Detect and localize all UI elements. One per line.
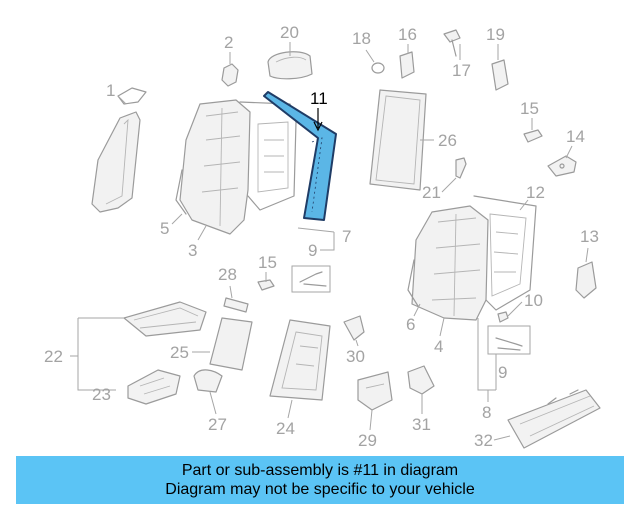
callout-13: 13 bbox=[580, 227, 599, 246]
callout-14: 14 bbox=[566, 127, 585, 146]
part-32-pass-through-bag bbox=[507, 389, 601, 449]
part-25-panel bbox=[209, 317, 253, 371]
callout-7: 7 bbox=[342, 227, 351, 246]
parts-diagram: 1 2 20 5 3 11 7 9 15 bbox=[44, 23, 601, 450]
callout-12: 12 bbox=[526, 183, 545, 202]
callout-4: 4 bbox=[434, 337, 443, 356]
callout-26: 26 bbox=[438, 131, 457, 150]
part-22-seat-pad bbox=[123, 301, 207, 337]
callout-5: 5 bbox=[160, 219, 169, 238]
fastener-box-9b bbox=[487, 325, 531, 355]
part-14-hinge bbox=[547, 155, 577, 177]
callout-6: 6 bbox=[406, 315, 415, 334]
callout-1: 1 bbox=[106, 81, 115, 100]
part-23-lower-tray bbox=[127, 369, 181, 405]
part-15-pin-right bbox=[523, 129, 543, 143]
callout-25: 25 bbox=[170, 343, 189, 362]
callout-29: 29 bbox=[358, 431, 377, 450]
callout-17: 17 bbox=[452, 61, 471, 80]
callout-28: 28 bbox=[218, 265, 237, 284]
part-26-back-panel bbox=[369, 89, 427, 191]
callout-32: 32 bbox=[474, 431, 493, 450]
callout-22: 22 bbox=[44, 347, 63, 366]
callout-3: 3 bbox=[188, 241, 197, 260]
fastener-box-9a bbox=[291, 265, 331, 293]
part-17-screw bbox=[443, 29, 461, 57]
callout-30: 30 bbox=[346, 347, 365, 366]
banner-line-2: Diagram may not be specific to your vehi… bbox=[165, 481, 475, 498]
part-28-strip bbox=[223, 297, 249, 313]
banner-line-1: Part or sub-assembly is #11 in diagram bbox=[181, 462, 459, 479]
part-18-grommet bbox=[371, 62, 385, 74]
callout-24: 24 bbox=[276, 419, 295, 438]
callout-20: 20 bbox=[280, 23, 299, 42]
part-24-console-frame bbox=[269, 319, 331, 401]
part-1-side-trim bbox=[91, 87, 147, 213]
callout-21: 21 bbox=[422, 183, 441, 202]
part-27-trim bbox=[193, 369, 223, 393]
part-4-seat-back-right bbox=[407, 195, 537, 321]
callout-15a: 15 bbox=[258, 253, 277, 272]
callout-2: 2 bbox=[224, 33, 233, 52]
callout-9a: 9 bbox=[308, 241, 317, 260]
callout-18: 18 bbox=[352, 29, 371, 48]
part-19-trim-cap bbox=[491, 59, 509, 91]
part-10-screw bbox=[497, 311, 509, 323]
callout-16: 16 bbox=[398, 25, 417, 44]
callout-9b: 9 bbox=[498, 363, 507, 382]
callout-31: 31 bbox=[412, 415, 431, 434]
callout-23: 23 bbox=[92, 385, 111, 404]
callout-15b: 15 bbox=[520, 99, 539, 118]
part-31-cover bbox=[407, 365, 435, 395]
part-21-bolt bbox=[455, 157, 467, 179]
part-3-seat-back-cover bbox=[175, 99, 297, 235]
part-16-bracket bbox=[399, 51, 415, 79]
callout-11: 11 bbox=[310, 89, 328, 108]
callout-19: 19 bbox=[486, 25, 505, 44]
info-banner: Part or sub-assembly is #11 in diagram D… bbox=[16, 456, 624, 504]
part-13-side-cover bbox=[575, 261, 597, 299]
part-20-headrest bbox=[267, 51, 313, 80]
callout-8: 8 bbox=[482, 403, 491, 422]
part-2-clip bbox=[221, 63, 239, 87]
callout-27: 27 bbox=[208, 415, 227, 434]
part-30-clip bbox=[343, 315, 365, 341]
callout-10: 10 bbox=[524, 291, 543, 310]
part-29-bracket bbox=[357, 371, 393, 411]
